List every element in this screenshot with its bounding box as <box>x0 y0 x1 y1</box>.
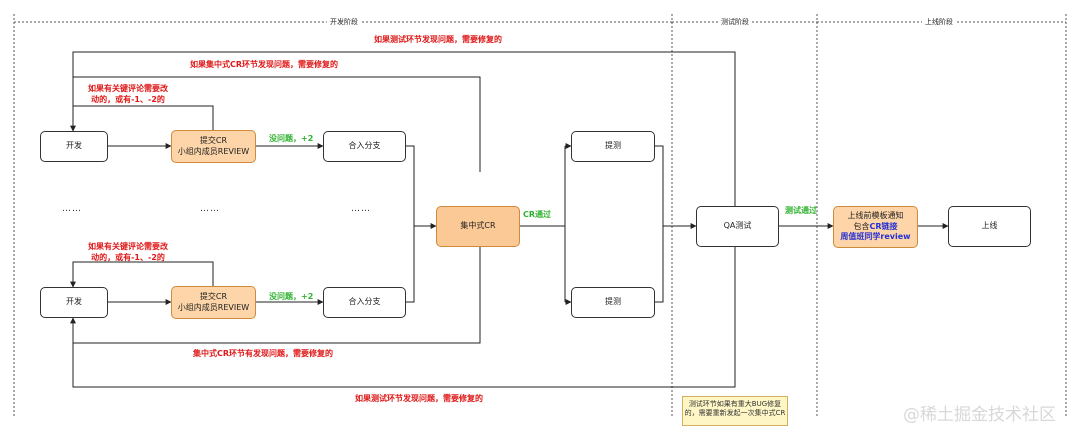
node-merge-bottom: 合入分支 <box>323 287 406 318</box>
node-central-cr: 集中式CR <box>436 206 520 247</box>
node-label: 开发 <box>66 141 82 151</box>
node-label: 小组内成员REVIEW <box>177 146 250 156</box>
node-label: 合入分支 <box>348 297 381 307</box>
note-major-bug: 测试环节如果有重大BUG修复 的，需要重新发起一次集中式CR <box>682 396 788 426</box>
label-no-issue-bottom: 没问题，+2 <box>269 292 314 301</box>
label-central-issue-bottom: 集中式CR环节有发现问题，需要修复的 <box>193 349 334 358</box>
cr-link-text: CR链接 <box>869 221 898 231</box>
node-label: 提测 <box>605 297 621 307</box>
phase-dev-title: 开发阶段 <box>327 17 361 27</box>
node-prerelease-notice: 上线前模板通知 包含CR链接 周值班同学review <box>833 206 918 248</box>
label-line: 动的，或有-1、-2的 <box>91 94 165 104</box>
node-label: 包含CR链接 <box>853 222 897 232</box>
node-label: 提交CR <box>199 136 228 146</box>
node-dev-top: 开发 <box>40 131 108 162</box>
note-line: 的，需要重新发起一次集中式CR <box>684 409 786 418</box>
label-line: 如果有关键评论需要改 <box>88 84 168 93</box>
watermark: @稀土掘金技术社区 <box>903 405 1056 425</box>
node-label: 集中式CR <box>460 221 496 231</box>
label-line: 动的，或有-1、-2的 <box>91 252 165 262</box>
label-central-issue-top: 如果集中式CR环节发现问题，需要修复的 <box>190 60 339 69</box>
node-submit-test-top: 提测 <box>571 131 655 162</box>
node-dev-bottom: 开发 <box>40 287 108 318</box>
label-no-issue-top: 没问题，+2 <box>269 134 314 143</box>
node-label-prefix: 包含 <box>853 221 870 231</box>
label-key-comment-top: 如果有关键评论需要改 动的，或有-1、-2的 <box>88 84 168 106</box>
ellipsis-merge: …… <box>351 204 371 214</box>
node-label: 提交CR <box>199 292 228 302</box>
label-key-comment-bottom: 如果有关键评论需要改 动的，或有-1、-2的 <box>88 242 168 264</box>
label-cr-pass: CR通过 <box>523 210 552 219</box>
node-release: 上线 <box>948 206 1031 247</box>
ellipsis-dev: …… <box>62 204 82 214</box>
label-line: 如果有关键评论需要改 <box>88 242 168 251</box>
phase-release-title: 上线阶段 <box>922 17 956 27</box>
note-line: 测试环节如果有重大BUG修复 <box>688 400 782 408</box>
node-label: 提测 <box>605 141 621 151</box>
node-label: 周值班同学review <box>840 232 911 242</box>
node-qa-test: QA测试 <box>696 206 779 247</box>
node-submit-cr-top: 提交CR 小组内成员REVIEW <box>171 130 256 163</box>
node-label: 开发 <box>66 297 82 307</box>
label-test-pass: 测试通过 <box>785 206 817 215</box>
node-label: QA测试 <box>723 221 752 231</box>
node-merge-top: 合入分支 <box>323 131 406 162</box>
node-label: 小组内成员REVIEW <box>177 302 250 312</box>
node-label: 上线前模板通知 <box>847 211 904 221</box>
label-test-issue-bottom: 如果测试环节发现问题，需要修复的 <box>355 394 483 403</box>
node-submit-cr-bottom: 提交CR 小组内成员REVIEW <box>171 286 256 319</box>
label-test-issue-top: 如果测试环节发现问题，需要修复的 <box>374 35 502 44</box>
phase-test-title: 测试阶段 <box>718 17 752 27</box>
node-label: 上线 <box>981 221 998 231</box>
node-submit-test-bottom: 提测 <box>571 287 655 318</box>
ellipsis-submit: …… <box>200 204 220 214</box>
node-label: 合入分支 <box>348 141 381 151</box>
